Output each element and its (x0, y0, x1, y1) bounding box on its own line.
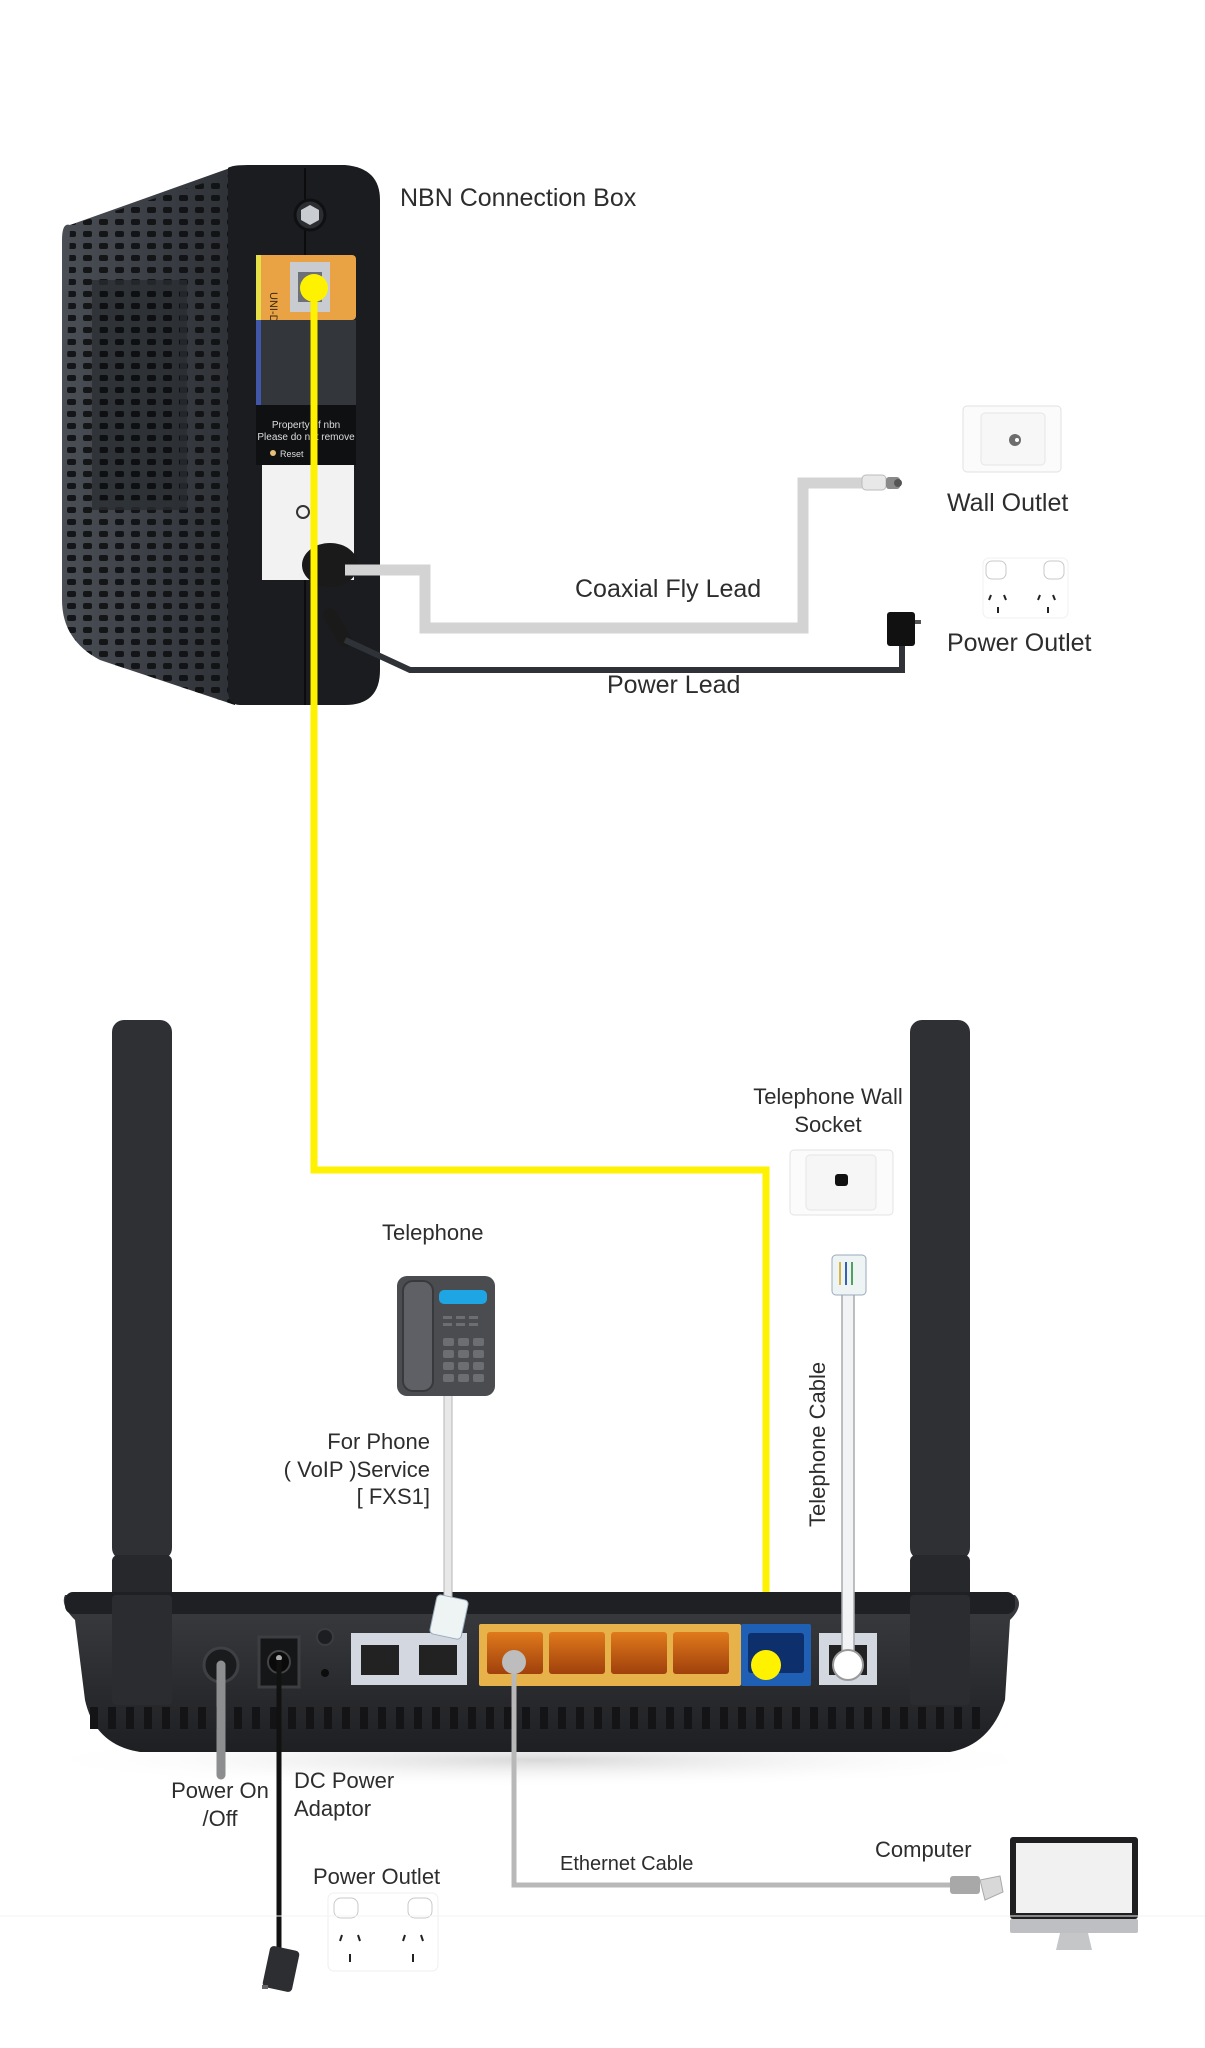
voip-line2: ( VoIP )Service (283, 1456, 430, 1482)
power-outlet-top-label: Power Outlet (947, 629, 1092, 657)
coaxial-fly-lead (345, 477, 870, 634)
telephone-label: Telephone (382, 1220, 484, 1245)
wall-outlet-icon (962, 405, 1062, 473)
nbn-box-label: NBN Connection Box (400, 184, 637, 212)
nbn-connection-box: UNI-D1 Property of nbn Please do not rem… (62, 165, 380, 705)
rj11-plug-phone1-icon (429, 1594, 469, 1640)
ethernet-cable-label: Ethernet Cable (560, 1853, 694, 1875)
reset-button (316, 1628, 334, 1677)
uni-d1-port-label: UNI-D1 (267, 292, 279, 329)
lan2-port (611, 1632, 667, 1674)
voip-line3: [ FXS1] (356, 1484, 430, 1509)
voip-service-label: For Phone ( VoIP )Service [ FXS1] (250, 1428, 430, 1511)
power-switch-label-line1: Power On (171, 1778, 269, 1803)
wall-outlet-label: Wall Outlet (947, 489, 1069, 517)
ethernet-plug-router (502, 1650, 526, 1674)
dc-adaptor-label-line1: DC Power (294, 1768, 395, 1793)
nbn-sticker-line2: Please do not remove (257, 432, 355, 443)
lan-ports (479, 1624, 741, 1686)
power-outlet-top-icon (982, 557, 1069, 619)
nbn-reset-label: Reset (280, 449, 304, 459)
telephone-cable-label: Telephone Cable (805, 1361, 830, 1527)
power-outlet-bottom-icon (327, 1892, 439, 1972)
dc-adaptor-label: DC Power Adaptor (294, 1767, 394, 1822)
computer-label: Computer (875, 1837, 972, 1862)
dc-adaptor-plug-icon (262, 1946, 300, 1992)
telephone-cable-plug-router (832, 1649, 864, 1681)
voip-line1: For Phone (327, 1429, 430, 1454)
power-switch-label-line2: /Off (202, 1805, 238, 1831)
telephone-wall-socket-label-line1: Telephone Wall (753, 1084, 903, 1109)
coaxial-fly-lead-label: Coaxial Fly Lead (575, 575, 762, 603)
telephone-wall-socket-label: Telephone Wall Socket (753, 1083, 903, 1138)
phone1-port (409, 1633, 467, 1685)
phone2-port (351, 1633, 409, 1685)
power-lead-label: Power Lead (607, 671, 741, 699)
nbn-sticker-line1: Property of nbn (272, 420, 340, 431)
telephone-icon (397, 1276, 495, 1396)
lan3-port (549, 1632, 605, 1674)
lan1-port (673, 1632, 729, 1674)
power-lead (343, 637, 905, 673)
ethernet-cable (511, 1662, 955, 1888)
telephone-wall-socket-label-line2: Socket (794, 1111, 862, 1137)
power-switch-label: Power On /Off (160, 1777, 280, 1832)
rj11-plug-icon (831, 1254, 867, 1296)
computer-icon (1010, 1837, 1138, 1950)
power-outlet-bottom-label: Power Outlet (313, 1864, 441, 1889)
telephone-wall-socket-icon (789, 1149, 894, 1216)
wan-cable-plug-router (751, 1650, 781, 1680)
ethernet-plug-computer-icon (950, 1875, 1004, 1901)
dc-adaptor-label-line2: Adaptor (294, 1795, 372, 1821)
wan-ethernet-cable (310, 295, 770, 1670)
coax-plug-icon (861, 474, 902, 491)
power-plug-top-icon (887, 612, 921, 646)
wan-cable-plug-nbn (300, 274, 328, 302)
